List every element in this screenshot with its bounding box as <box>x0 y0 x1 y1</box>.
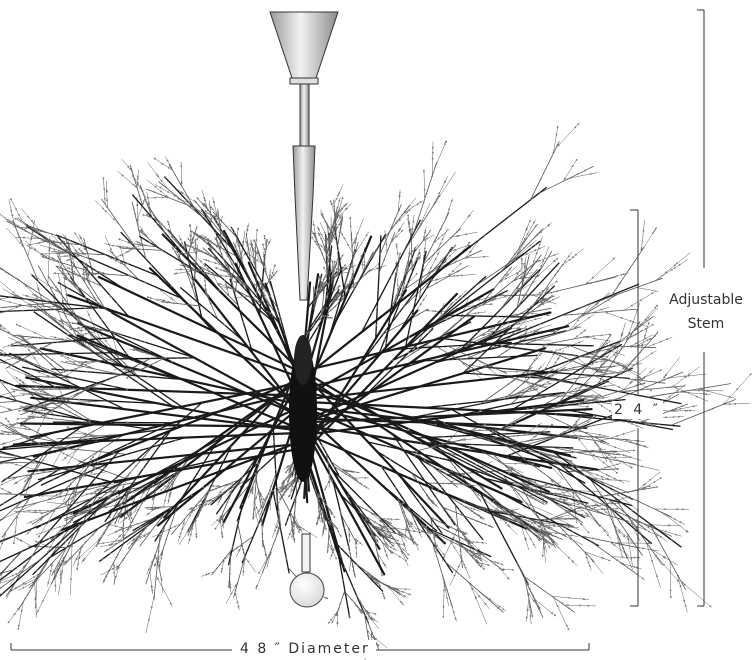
branch-core <box>289 335 317 482</box>
diameter-label: 4 8 ″ Diameter <box>234 640 376 658</box>
branch-cluster-icon <box>0 122 752 660</box>
stem-rod-icon <box>292 83 316 301</box>
adjustable-stem-label: Adjustable Stem <box>658 288 754 336</box>
height-dimension-bracket <box>630 209 639 607</box>
height-label: 2 4 ″ <box>612 401 663 419</box>
glass-globe-icon <box>289 533 325 608</box>
diameter-dimension-bracket <box>10 643 590 651</box>
adjustable-stem-label-line2: Stem <box>687 316 725 332</box>
ceiling-canopy-icon <box>269 11 339 85</box>
stem-dimension-bracket <box>697 9 705 607</box>
adjustable-stem-label-line1: Adjustable <box>669 292 743 308</box>
